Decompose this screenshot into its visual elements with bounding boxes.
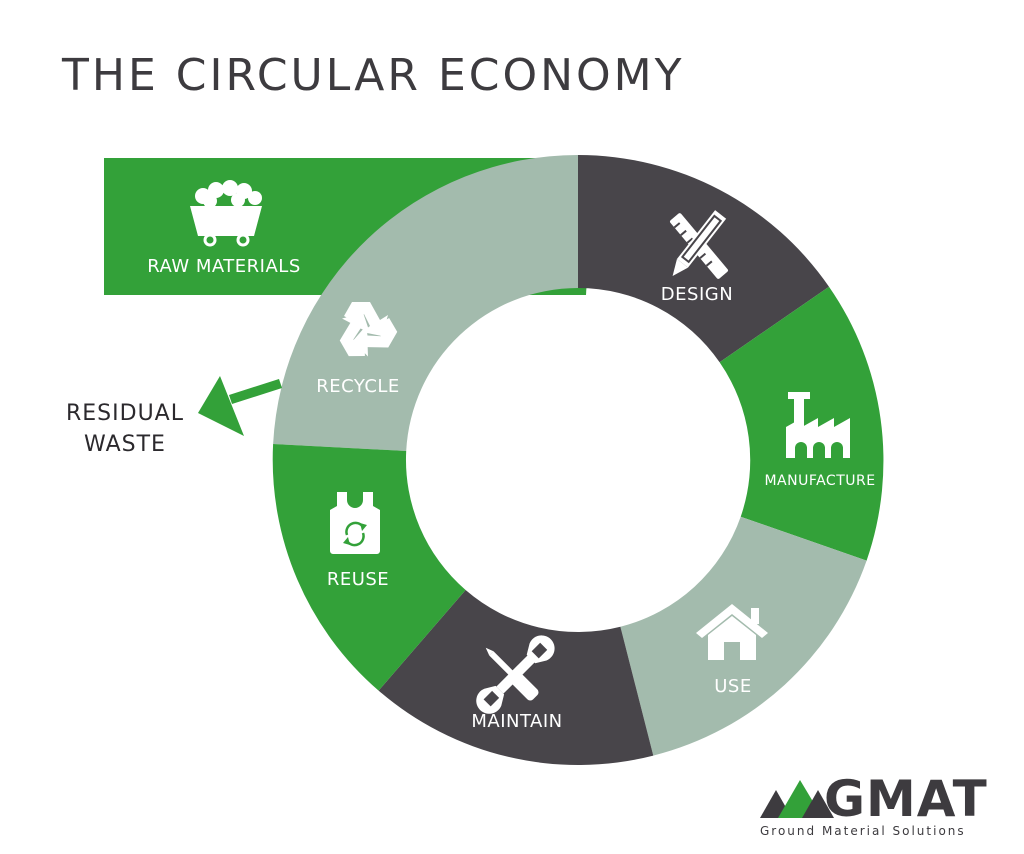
logo-name: GMAT — [824, 770, 988, 828]
residual-line-1: RESIDUAL — [66, 401, 184, 426]
recycle-icon — [339, 302, 398, 357]
segment-reuse — [272, 444, 466, 691]
label-design: DESIGN — [661, 284, 733, 305]
page-title: THE CIRCULAR ECONOMY — [62, 50, 685, 101]
label-recycle: RECYCLE — [316, 376, 400, 397]
logo-tagline: Ground Material Solutions — [760, 824, 966, 838]
house-icon — [696, 604, 768, 660]
residual-line-2: WASTE — [84, 432, 166, 457]
label-reuse: REUSE — [327, 569, 389, 590]
pencil-ruler-icon — [670, 210, 728, 279]
wrench-screwdriver-icon — [476, 635, 555, 714]
gmat-logo-mark — [760, 780, 834, 818]
shopping-bag-icon — [330, 492, 380, 554]
segment-recycle — [273, 154, 578, 451]
label-maintain: MAINTAIN — [471, 711, 562, 732]
residual-waste-label: RESIDUAL WASTE — [40, 398, 210, 460]
label-manufacture: MANUFACTURE — [764, 473, 875, 489]
residual-waste-arrow — [198, 376, 282, 436]
label-use: USE — [714, 676, 751, 697]
factory-icon — [786, 392, 850, 458]
label-raw-materials: RAW MATERIALS — [147, 256, 301, 277]
mine-cart-icon — [190, 180, 262, 247]
